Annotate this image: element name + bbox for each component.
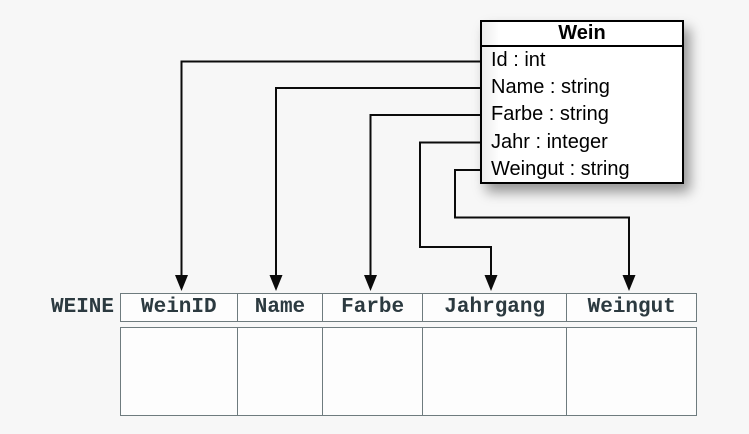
arrowhead-farbe — [364, 275, 377, 291]
table-cell-jahrgang — [423, 328, 568, 415]
table-cell-weingut — [567, 328, 696, 415]
arrowhead-weinid — [175, 275, 188, 291]
table-cell-name — [238, 328, 324, 415]
arrowhead-name — [269, 275, 283, 291]
table-name-label: WEINE — [50, 296, 114, 319]
connector-id-to-weinid — [180, 60, 482, 276]
class-attribute-farbe: Farbe : string — [491, 103, 609, 126]
class-attribute-list: Id : int Name : string Farbe : string Ja… — [482, 47, 682, 183]
class-attribute-name: Name : string — [491, 76, 610, 99]
arrowhead-jahrgang — [484, 275, 498, 291]
column-header-farbe: Farbe — [323, 294, 423, 321]
table-header-row: WeinID Name Farbe Jahrgang Weingut — [120, 293, 697, 322]
connector-name-to-name — [275, 87, 482, 276]
uml-class-wein: Wein Id : int Name : string Farbe : stri… — [480, 20, 684, 184]
connector-weingut-to-weingut — [454, 169, 630, 276]
class-title: Wein — [482, 22, 682, 47]
class-attribute-id: Id : int — [491, 49, 546, 71]
column-header-weingut: Weingut — [587, 296, 676, 319]
table-body-row — [120, 327, 697, 416]
column-header-name: Name — [238, 294, 324, 321]
column-header-weinid: WeinID — [121, 294, 238, 321]
connector-jahr-to-jahrgang — [419, 141, 492, 276]
table-cell-weinid — [121, 328, 238, 415]
column-header-jahrgang: Jahrgang — [423, 294, 568, 321]
class-attribute-jahr: Jahr : integer — [491, 130, 608, 153]
arrowhead-weingut — [622, 275, 636, 291]
class-attribute-weingut: Weingut : string — [491, 157, 630, 180]
table-cell-farbe — [323, 328, 423, 415]
connector-farbe-to-farbe — [369, 114, 482, 276]
